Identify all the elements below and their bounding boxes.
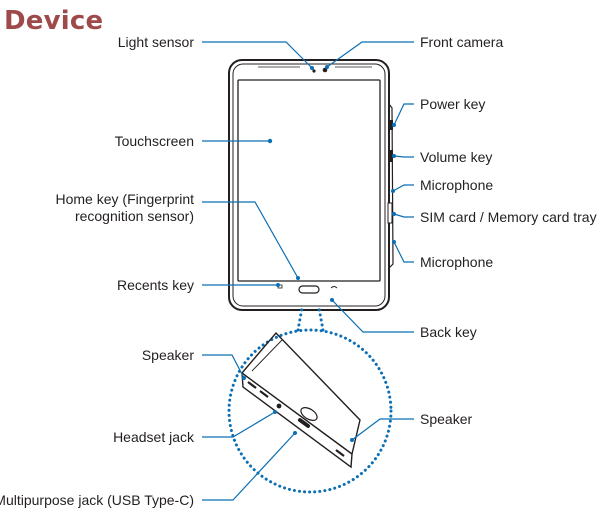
callout-dots [242, 65, 396, 442]
label-microphone-top: Microphone [420, 177, 494, 193]
tablet-bezel [232, 63, 386, 307]
touchscreen-area [237, 79, 381, 282]
power-key-shape [390, 120, 393, 130]
label-home-key-line2: recognition sensor) [74, 208, 194, 224]
usb-c-shape [297, 418, 311, 428]
tablet-bottom-view [241, 331, 361, 469]
label-volume-key: Volume key [420, 149, 493, 165]
home-key-shape [298, 285, 320, 294]
front-camera-dot [322, 67, 328, 73]
label-touchscreen: Touchscreen [114, 133, 194, 149]
label-recents-key: Recents key [116, 277, 194, 293]
light-sensor-dot [312, 69, 316, 73]
label-light-sensor: Light sensor [117, 34, 194, 50]
label-speaker-top: Speaker [141, 347, 194, 363]
magnifier-connectors [296, 306, 325, 332]
label-home-key-line1: Home key (Fingerprint [55, 191, 195, 207]
bottom-home-key [300, 407, 318, 421]
callout-lines [202, 41, 414, 501]
volume-key-shape [390, 150, 393, 162]
magnifier-circle [227, 328, 393, 494]
label-front-camera: Front camera [420, 34, 504, 50]
back-key-icon [330, 286, 338, 289]
label-sim-tray: SIM card / Memory card tray [420, 209, 597, 225]
page-title: Device [4, 6, 104, 36]
headset-jack-shape [276, 403, 282, 409]
tablet-front [228, 59, 394, 311]
tablet-side-edge [388, 103, 394, 269]
tablet-frame [228, 59, 390, 311]
label-back-key: Back key [420, 324, 477, 340]
sim-tray-shape [387, 202, 393, 224]
label-microphone-bottom: Microphone [420, 254, 494, 270]
label-headset-jack: Headset jack [113, 429, 194, 445]
label-multipurpose-jack: Multipurpose jack (USB Type-C) [0, 492, 194, 508]
label-power-key: Power key [420, 96, 486, 112]
label-speaker-right: Speaker [420, 411, 473, 427]
